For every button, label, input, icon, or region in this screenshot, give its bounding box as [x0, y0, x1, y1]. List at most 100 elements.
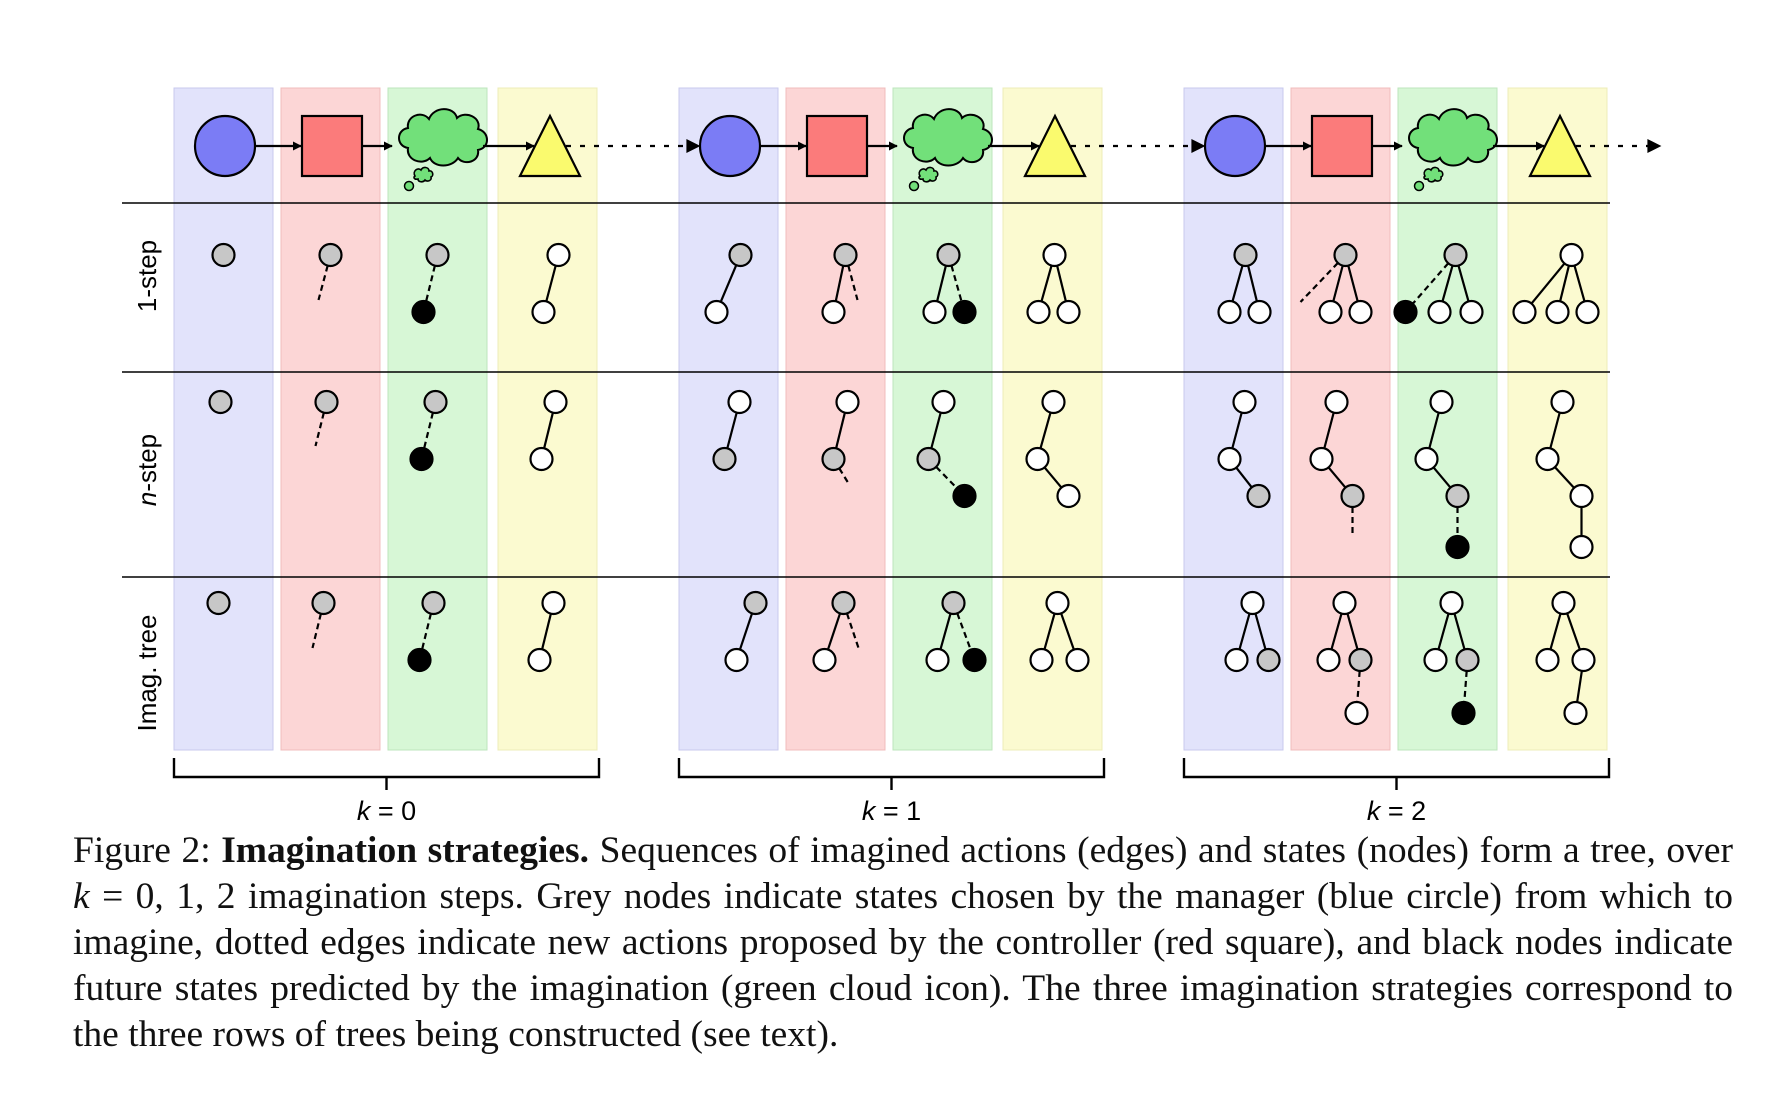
action-edge: [1347, 265, 1359, 302]
tree-imag-tree-col3: [527, 590, 566, 673]
action-edge: [826, 613, 842, 650]
caption-k: k: [73, 876, 90, 917]
tree-imag-tree-col8: [1224, 590, 1281, 673]
memory-icon-k0: [518, 113, 582, 178]
action-edge: [1437, 613, 1450, 650]
chosen-state-node: [833, 242, 858, 268]
tree-1-step-col9: [1299, 242, 1373, 325]
state-node: [1025, 446, 1050, 472]
row-separators: [122, 202, 1610, 578]
state-node: [835, 389, 860, 415]
predicted-state-node: [952, 483, 977, 509]
row-label-n-step: n-step: [132, 434, 162, 506]
state-node: [1575, 299, 1600, 325]
k-label-eq-0: =: [370, 796, 401, 820]
chosen-state-node: [206, 590, 231, 616]
tree-1-step-col0: [211, 242, 236, 268]
proposed-action-edge: [317, 265, 329, 301]
action-edge: [939, 613, 952, 650]
row-label-1-step: 1-step: [132, 240, 162, 312]
state-node: [1042, 242, 1067, 268]
caption-k-values: = 0, 1, 2: [89, 876, 236, 917]
band-k1-controller: [785, 87, 886, 751]
predicted-state-node: [1451, 700, 1476, 726]
state-node: [1535, 647, 1560, 673]
tree-imag-tree-col0: [206, 590, 231, 616]
band-k2-controller: [1290, 87, 1391, 751]
proposed-action-edge: [314, 412, 325, 447]
chosen-state-node: [211, 242, 236, 268]
tree-n-step-col6: [916, 389, 977, 509]
column-bands: [173, 87, 1608, 751]
state-node: [1316, 647, 1341, 673]
action-edge: [1346, 613, 1359, 650]
action-edge: [1573, 265, 1586, 302]
state-node: [541, 590, 566, 616]
manager-icon-k2: [1203, 114, 1267, 178]
k-label-2: k = 2: [1367, 796, 1426, 820]
tree-1-step-col5: [821, 242, 859, 325]
state-node: [1559, 242, 1584, 268]
chosen-state-node: [1340, 483, 1365, 509]
caption-title: Imagination strategies.: [221, 830, 590, 871]
band-k1-memory: [1002, 87, 1103, 751]
tree-1-step-col7: [1026, 242, 1081, 325]
k-label-val-0: 0: [401, 796, 416, 820]
predicted-state-node: [1445, 534, 1470, 560]
action-edge: [1566, 613, 1581, 650]
band-k2-manager: [1183, 87, 1284, 751]
predicted-state-node: [952, 299, 977, 325]
row-labels: 1-step n-step Imag. tree: [132, 240, 162, 732]
k-label-var-1: k: [862, 796, 877, 820]
memory-icon-k2: [1528, 113, 1592, 178]
bracket-k0: [172, 758, 601, 790]
tree-imag-tree-col4: [724, 590, 768, 673]
state-node: [1026, 299, 1051, 325]
imagination-cloud-icon-k0: [398, 108, 488, 167]
action-edge: [1043, 613, 1056, 650]
action-edge: [1432, 466, 1452, 489]
chosen-state-node: [425, 242, 450, 268]
band-k2-imagination: [1397, 87, 1498, 751]
k-label-var-2: k: [1367, 796, 1382, 820]
action-edge: [1254, 613, 1267, 650]
state-node: [1551, 590, 1576, 616]
tree-imag-tree-col10: [1423, 590, 1480, 726]
figure-caption: Figure 2: Imagination strategies. Sequen…: [73, 828, 1733, 1058]
tree-imag-tree-col5: [812, 590, 860, 673]
tree-1-step-col10: [1393, 242, 1484, 325]
band-k0-imagination: [387, 87, 488, 751]
action-edge: [930, 412, 942, 449]
memory-icon-k1: [1023, 113, 1087, 178]
chosen-state-node: [1443, 242, 1468, 268]
state-node: [543, 389, 568, 415]
state-node: [922, 299, 947, 325]
action-edge: [1231, 412, 1243, 449]
action-edge: [1040, 265, 1053, 302]
tree-1-step-col4: [704, 242, 753, 325]
state-node: [1569, 483, 1594, 509]
chosen-state-node: [1233, 242, 1258, 268]
tree-1-step-col6: [922, 242, 977, 325]
chosen-state-node: [423, 389, 448, 415]
tree-imag-tree-col2: [407, 590, 446, 673]
proposed-action-edge: [1299, 262, 1339, 303]
state-node: [1344, 700, 1369, 726]
k-label-val-2: 2: [1411, 796, 1426, 820]
manager-icon-k0: [193, 114, 257, 178]
state-node: [1324, 389, 1349, 415]
chosen-state-node: [1348, 647, 1373, 673]
proposed-action-edge: [1463, 670, 1468, 703]
state-node: [704, 299, 729, 325]
state-node: [1439, 590, 1464, 616]
imagination-trees: [206, 242, 1600, 726]
state-node: [1056, 483, 1081, 509]
predicted-state-node: [409, 446, 434, 472]
k-label-eq-2: =: [1380, 796, 1411, 820]
tree-imag-tree-col7: [1029, 590, 1090, 673]
chosen-state-node: [916, 446, 941, 472]
state-node: [1571, 647, 1596, 673]
state-node: [1550, 389, 1575, 415]
